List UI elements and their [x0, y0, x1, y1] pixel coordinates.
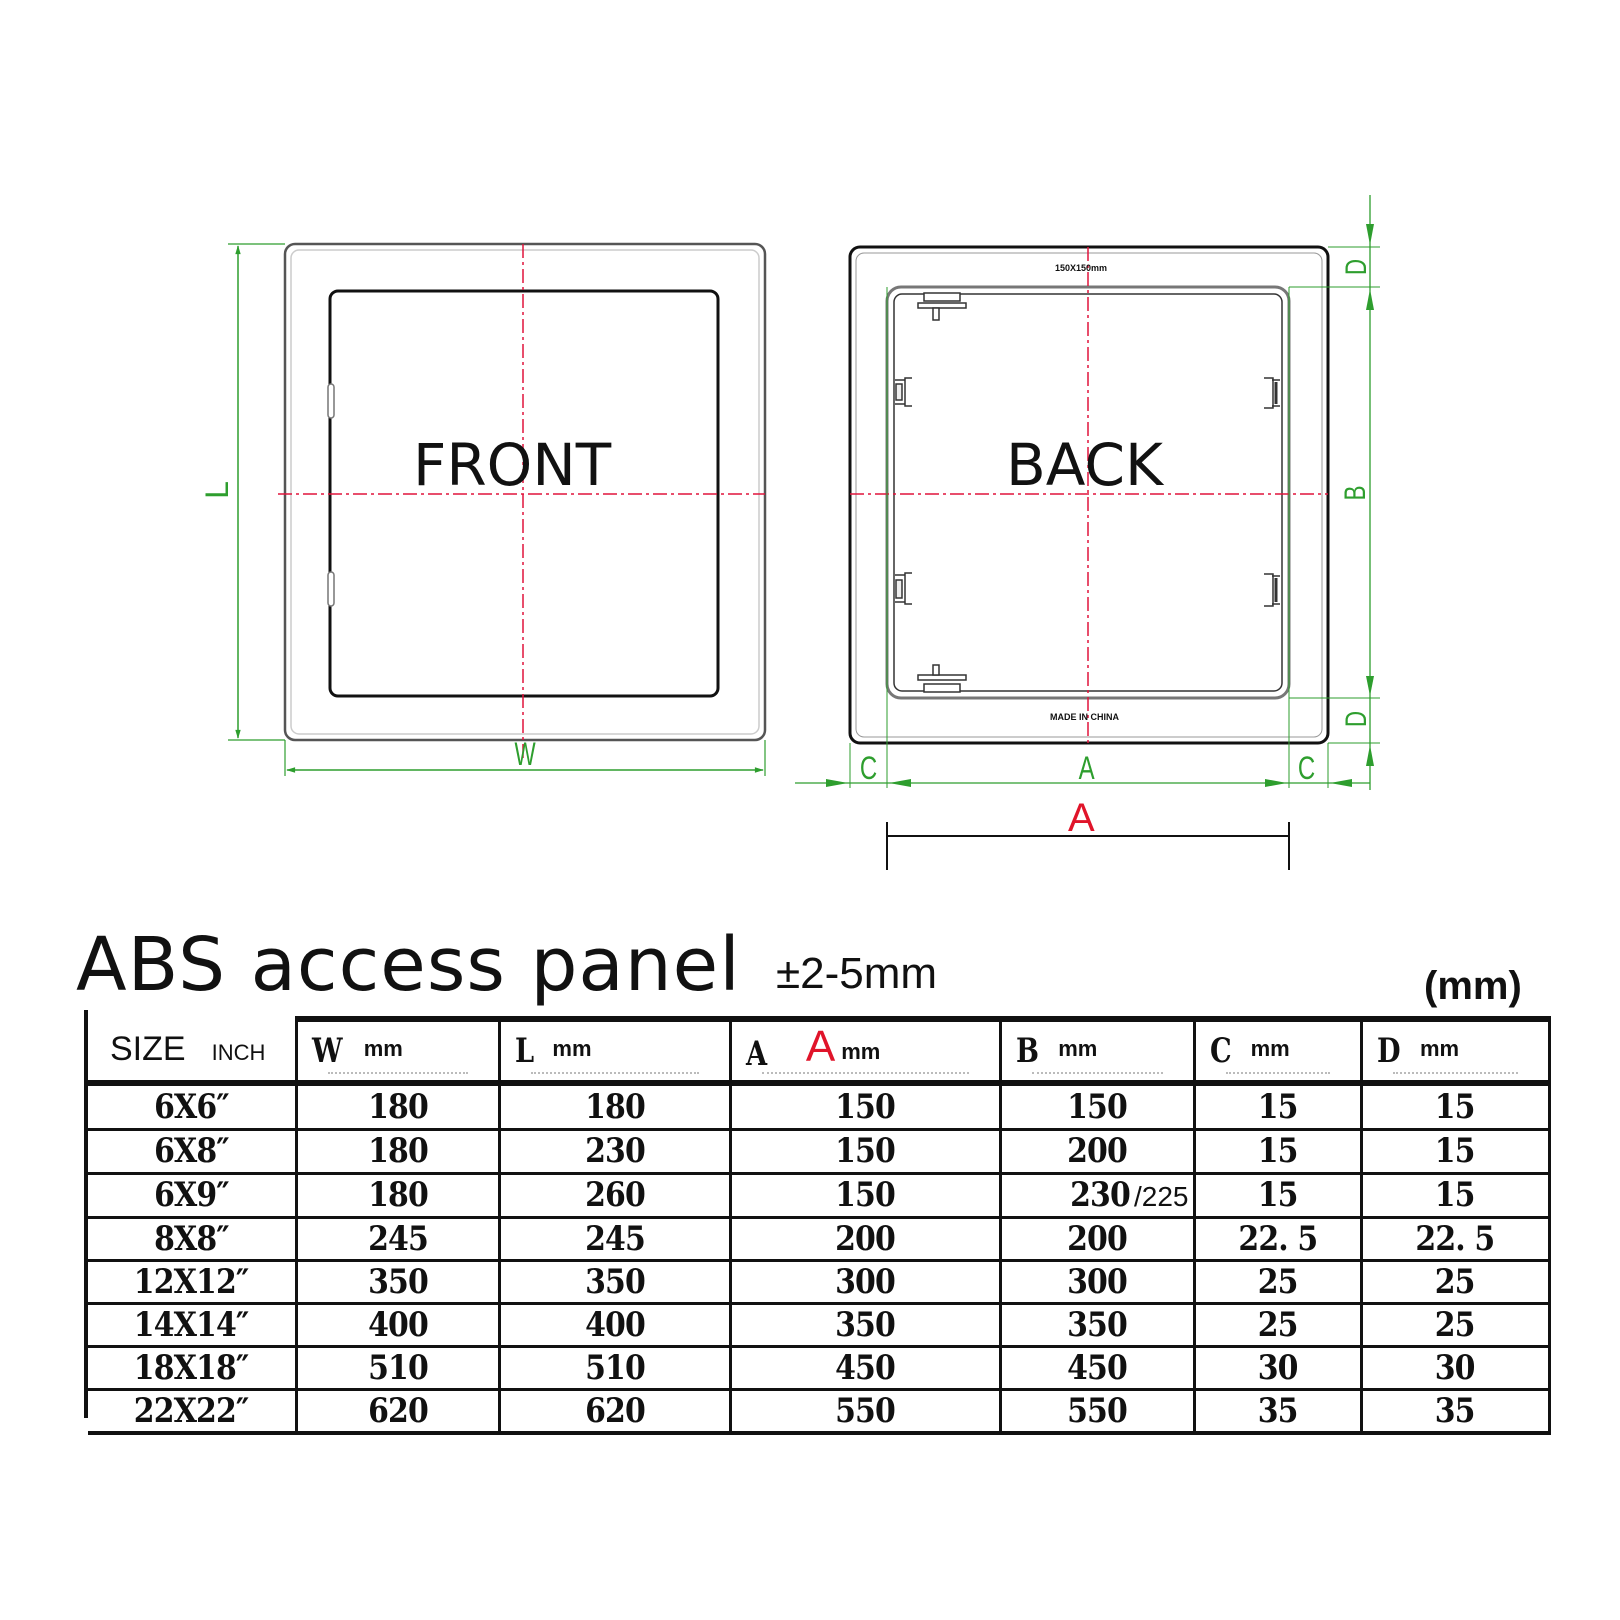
back-dim-c-left-label: C — [859, 750, 878, 786]
back-hinge-left-bottom — [895, 572, 912, 605]
back-latch-top — [917, 292, 967, 321]
table-row: 18X18″ 510 510 450 450 30 30 — [88, 1344, 1551, 1391]
header-a-highlight: A — [805, 1022, 836, 1071]
table-left-rule — [84, 1010, 88, 1418]
technical-drawing — [228, 195, 1380, 870]
back-label: BACK — [1006, 431, 1163, 499]
tolerance-note: ±2-5mm — [776, 949, 938, 998]
back-view — [795, 195, 1380, 870]
front-view — [228, 242, 767, 776]
front-hinge-bottom — [327, 571, 335, 607]
table-row: 8X8″ 245 245 200 200 22. 5 22. 5 — [88, 1215, 1551, 1262]
spec-title: ABS access panel — [76, 922, 741, 1008]
table-row: 22X22″ 620 620 550 550 35 35 — [88, 1387, 1551, 1435]
header-inch-label: INCH — [211, 1040, 266, 1065]
header-size-label: SIZE — [110, 1030, 186, 1068]
back-hinge-right-top — [1264, 377, 1280, 409]
back-dim-b-label: B — [1339, 485, 1373, 501]
back-dim-a-label: A — [1078, 750, 1095, 786]
front-outer-frame — [283, 242, 767, 742]
back-dim-c-right-label: C — [1297, 750, 1316, 786]
front-label: FRONT — [413, 431, 612, 499]
opening-dim-label: A — [1068, 796, 1095, 840]
table-row: 6X6″ 180 180 150 150 15 15 — [88, 1080, 1551, 1131]
back-outer-frame — [848, 245, 1330, 745]
table-row: 6X9″ 180 260 150 230/225 15 15 — [88, 1171, 1551, 1219]
back-hinge-left-top — [895, 377, 912, 407]
table-row: 6X8″ 180 230 150 200 15 15 — [88, 1127, 1551, 1175]
b-alternate-value: /225 — [1134, 1181, 1189, 1212]
front-dim-l-label: L — [198, 481, 235, 499]
table-row: 14X14″ 400 400 350 350 25 25 — [88, 1301, 1551, 1348]
back-top-marking: 150X150mm — [1055, 263, 1108, 273]
table-row: 12X12″ 350 350 300 300 25 25 — [88, 1258, 1551, 1305]
back-hinge-right-bottom — [1264, 573, 1280, 607]
back-latch-bottom — [917, 664, 967, 693]
front-dim-w-label: W — [514, 736, 536, 772]
back-dim-d-top-label: D — [1339, 258, 1373, 276]
header-size: SIZE INCH — [88, 1019, 298, 1083]
back-dim-d-bottom-label: D — [1339, 710, 1373, 728]
back-bottom-marking: MADE IN CHINA — [1050, 712, 1119, 722]
front-hinge-top — [327, 383, 335, 419]
unit-note: (mm) — [1424, 964, 1522, 1008]
